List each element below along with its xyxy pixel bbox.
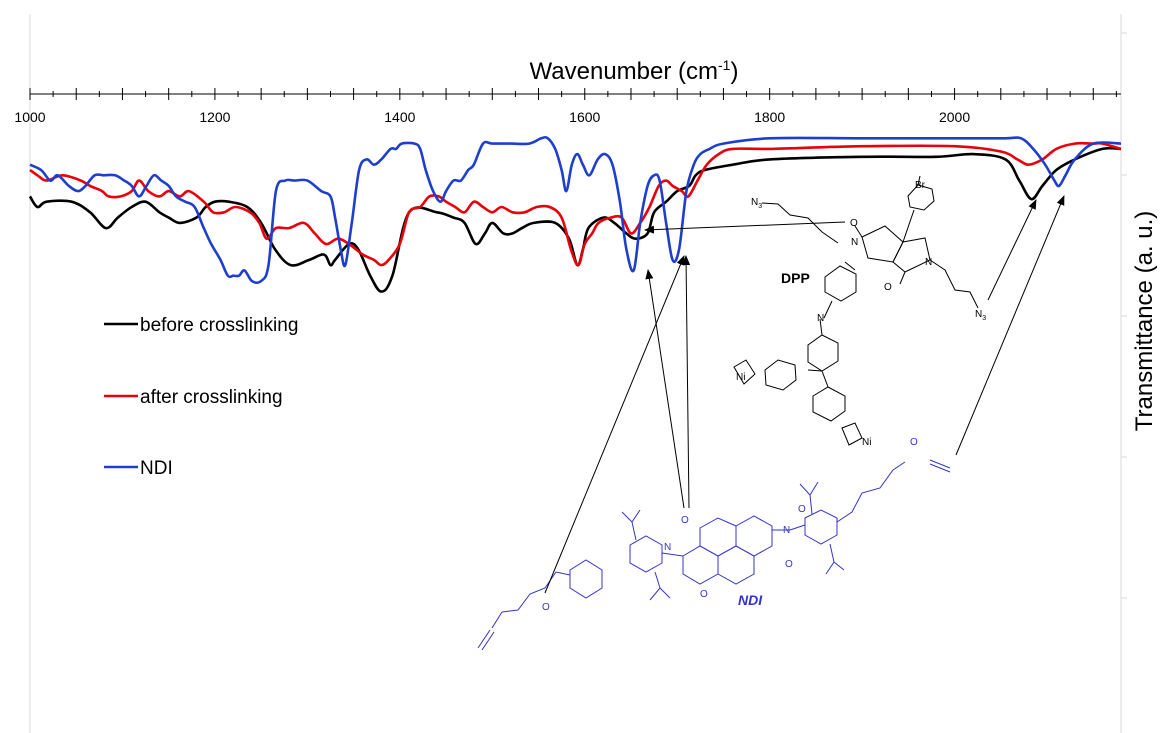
legend-item-after: after crosslinking <box>104 387 283 408</box>
ndi-oxygen-3: O <box>700 589 708 600</box>
ndi-nitrogen-left: N <box>664 542 671 553</box>
dpp-oxygen-top: O <box>850 218 858 229</box>
x-tick-label: 1800 <box>754 109 785 125</box>
arrow-ndi-imide-1 <box>645 269 685 509</box>
ndi-structure <box>477 459 951 651</box>
x-tick-label: 1200 <box>199 109 230 125</box>
y-axis-title: Transmittance (a. u.) <box>1131 211 1158 432</box>
dpp-nitrogen-right: N <box>925 257 932 268</box>
arrow-ndi-ester-carbonyl <box>544 255 685 594</box>
ndi-oxygen-1: O <box>681 515 689 526</box>
series-layer <box>28 135 1122 293</box>
arrow-ndi-alkyne <box>955 195 1065 456</box>
ndi-title: NDI <box>738 592 763 608</box>
dpp-azide-bottom: N3 <box>975 309 986 322</box>
arrow-dpp-carbonyl <box>644 221 846 234</box>
x-tick-labels: 1000 1200 1400 1600 1800 2000 <box>14 109 970 125</box>
legend-item-before: before crosslinking <box>104 315 298 336</box>
x-tick-label: 1400 <box>384 109 415 125</box>
series-before-crosslinking <box>28 146 1122 293</box>
x-tick-label: 1000 <box>14 109 45 125</box>
right-axis-ticks <box>1121 32 1127 599</box>
arrow-dpp-azide <box>987 199 1037 301</box>
x-tick-label: 2000 <box>939 109 970 125</box>
dpp-oxygen-bottom: O <box>884 282 892 293</box>
x-minor-ticks <box>29 88 1117 100</box>
ndi-labels: NDI O O O O O O N N <box>542 437 918 613</box>
dpp-structure <box>733 175 979 446</box>
legend-item-ndi: NDI <box>104 458 173 479</box>
dpp-nickel-right: Ni <box>862 437 871 448</box>
dpp-nickel-left: Ni <box>736 372 745 383</box>
dpp-bromine: Br <box>915 180 926 191</box>
dpp-labels: DPP Br O N N O N3 N3 N Ni Ni <box>736 180 986 448</box>
legend-label-ndi: NDI <box>140 458 173 479</box>
annotation-arrows <box>544 195 1065 594</box>
dpp-amine-nitrogen: N <box>817 313 824 324</box>
x-tick-label: 1600 <box>569 109 600 125</box>
dpp-title: DPP <box>781 270 810 286</box>
ndi-nitrogen-right: N <box>783 525 790 536</box>
dpp-azide-top: N3 <box>751 197 762 210</box>
legend-label-before: before crosslinking <box>140 315 298 336</box>
ndi-oxygen-2: O <box>798 504 806 515</box>
legend: before crosslinking after crosslinking N… <box>104 315 298 479</box>
ndi-oxygen-ester-right: O <box>910 437 918 448</box>
series-ndi <box>29 135 1122 284</box>
x-axis-title: Wavenumber (cm-1) <box>530 57 739 85</box>
ndi-oxygen-ester-left: O <box>542 602 550 613</box>
arrow-ndi-imide-2 <box>682 255 691 509</box>
ndi-oxygen-4: O <box>785 559 793 570</box>
dpp-nitrogen-left: N <box>851 237 858 248</box>
legend-label-after: after crosslinking <box>140 387 283 408</box>
